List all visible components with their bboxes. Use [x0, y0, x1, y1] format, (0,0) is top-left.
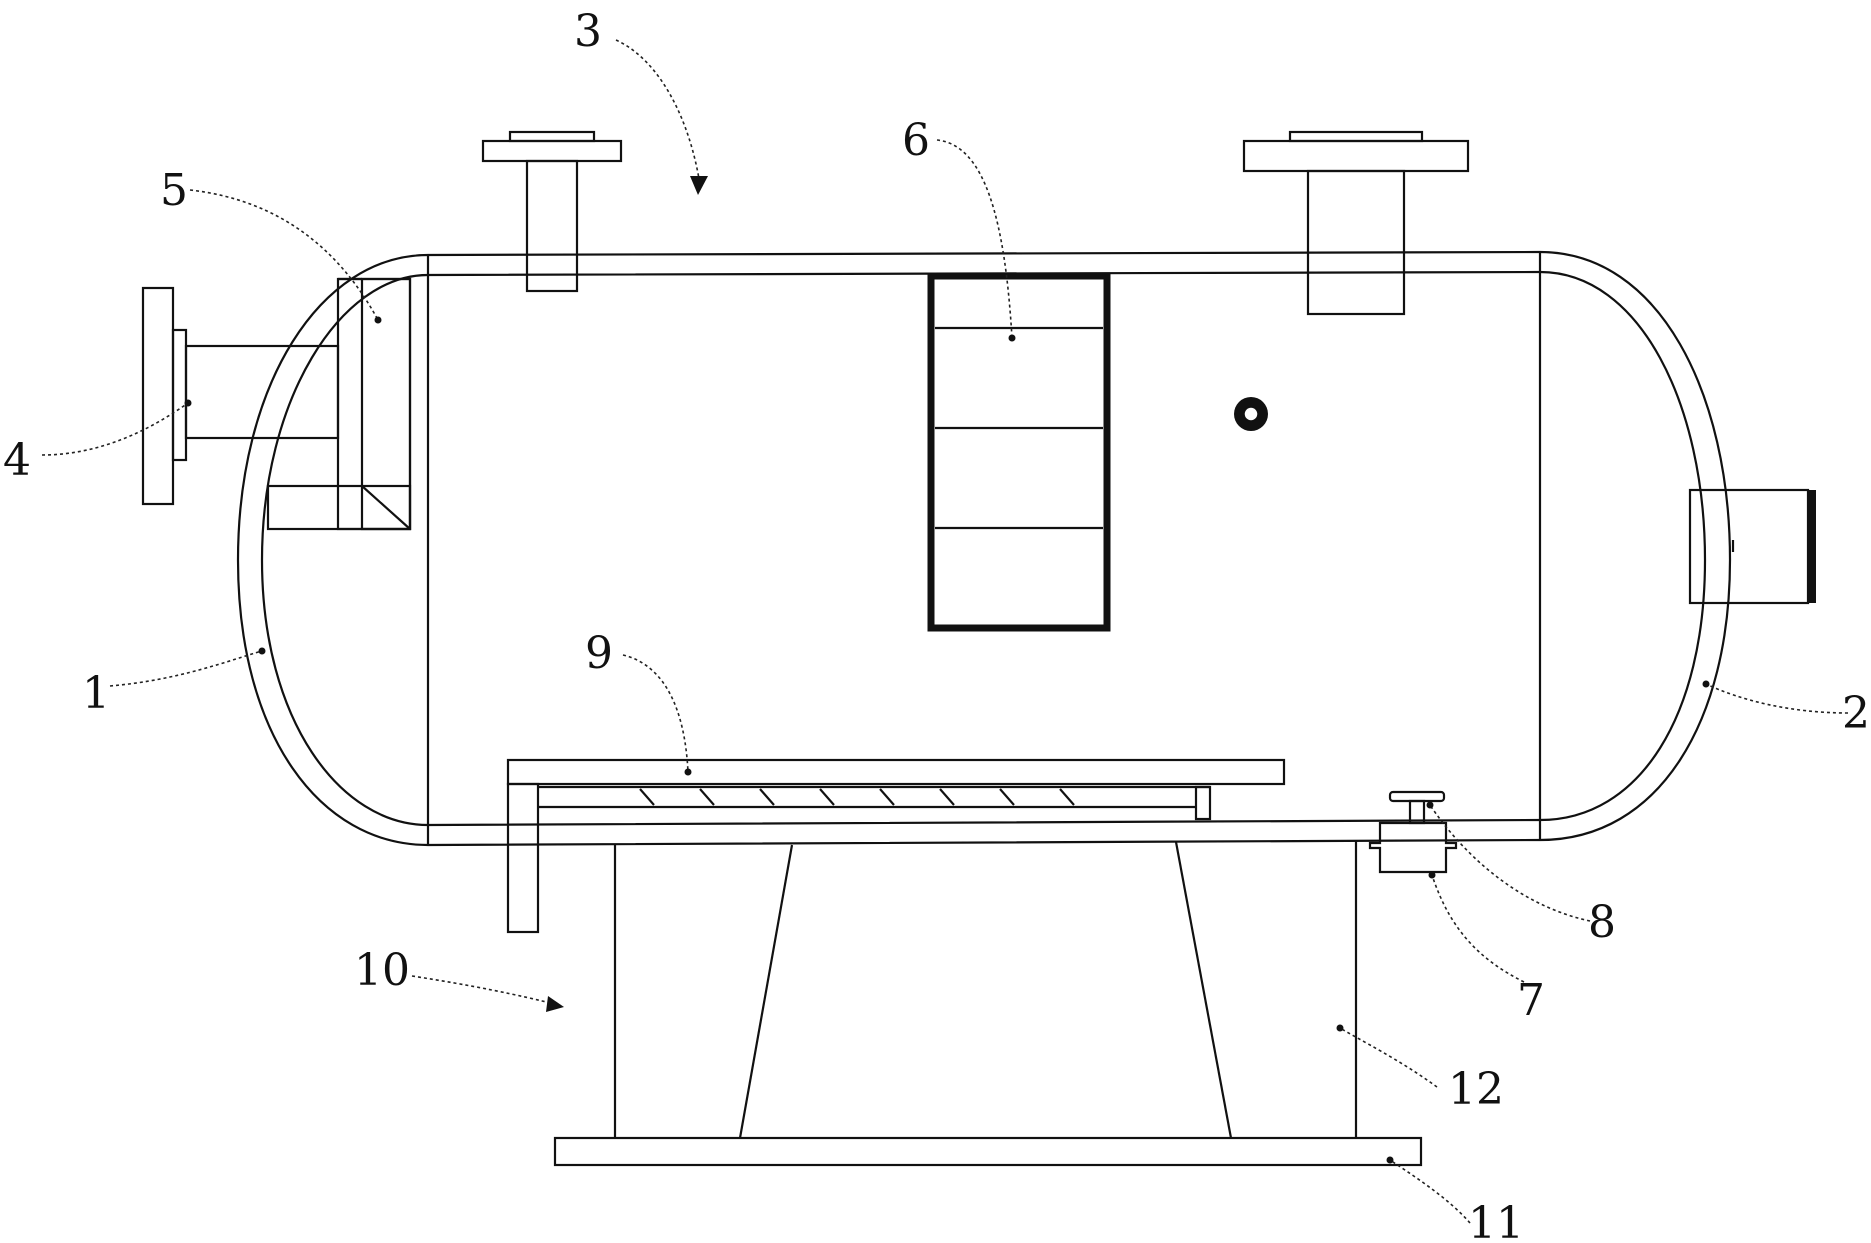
baffle-hatch-mark [1059, 788, 1075, 806]
support-saddle [553, 840, 1423, 1167]
side-outlet [1688, 488, 1816, 605]
baffle-hatch-mark [759, 788, 775, 806]
baffle-hatch-mark [879, 788, 895, 806]
label-9: 9 [585, 628, 613, 679]
baffle-hatch [639, 788, 1075, 806]
label-11: 11 [1468, 1198, 1524, 1243]
label-6: 6 [902, 115, 930, 166]
label-10: 10 [354, 945, 410, 996]
baffle-hatch-mark [699, 788, 715, 806]
drain-valve [1368, 790, 1458, 874]
label-4: 4 [3, 435, 31, 486]
leader-lines [41, 39, 1849, 1224]
label-2: 2 [1842, 688, 1870, 739]
vessel-shell [236, 250, 1732, 847]
label-1: 1 [82, 668, 110, 719]
baffle-plate-assembly [506, 758, 1286, 934]
top-nozzle-right [1242, 130, 1470, 316]
baffle-hatch-mark [639, 788, 655, 806]
sight-port [1234, 397, 1268, 431]
baffle-hatch-mark [999, 788, 1015, 806]
label-8: 8 [1588, 897, 1616, 948]
baffle-hatch-mark [819, 788, 835, 806]
label-7: 7 [1517, 975, 1545, 1026]
label-5: 5 [160, 165, 188, 216]
inlet-distributor [266, 277, 412, 531]
top-nozzle-left [481, 130, 623, 293]
label-12: 12 [1448, 1064, 1504, 1115]
baffle-hatch-mark [939, 788, 955, 806]
demister-pad [927, 272, 1111, 632]
label-3: 3 [574, 6, 602, 57]
